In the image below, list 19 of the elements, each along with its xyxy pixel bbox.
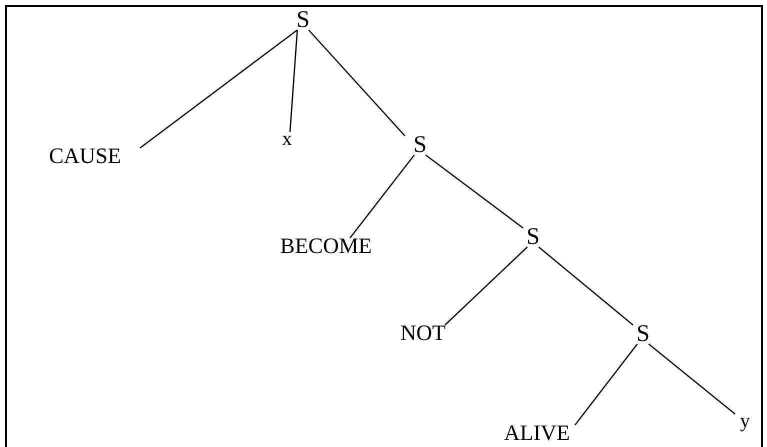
tree-branch-line bbox=[425, 154, 524, 229]
tree-node-label: S bbox=[636, 322, 650, 346]
tree-branch-line bbox=[349, 154, 415, 238]
tree-node-label: x bbox=[282, 129, 292, 149]
tree-node-label: NOT bbox=[400, 322, 446, 344]
tree-branch-line bbox=[538, 246, 634, 326]
tree-node-label: S bbox=[526, 225, 540, 249]
tree-node-label: S bbox=[296, 8, 310, 32]
tree-node-label: CAUSE bbox=[48, 145, 122, 167]
tree-branch-line bbox=[444, 246, 528, 326]
tree-branch-line bbox=[289, 30, 298, 132]
tree-branch-line bbox=[140, 29, 298, 149]
tree-branch-line bbox=[648, 344, 736, 414]
tree-node-label: S bbox=[413, 133, 427, 157]
tree-node-label: BECOME bbox=[280, 235, 372, 257]
tree-branch-line bbox=[308, 30, 406, 136]
tree-node-label: y bbox=[740, 411, 750, 431]
tree-branch-line bbox=[574, 344, 638, 426]
tree-node-label: ALIVE bbox=[504, 422, 570, 444]
